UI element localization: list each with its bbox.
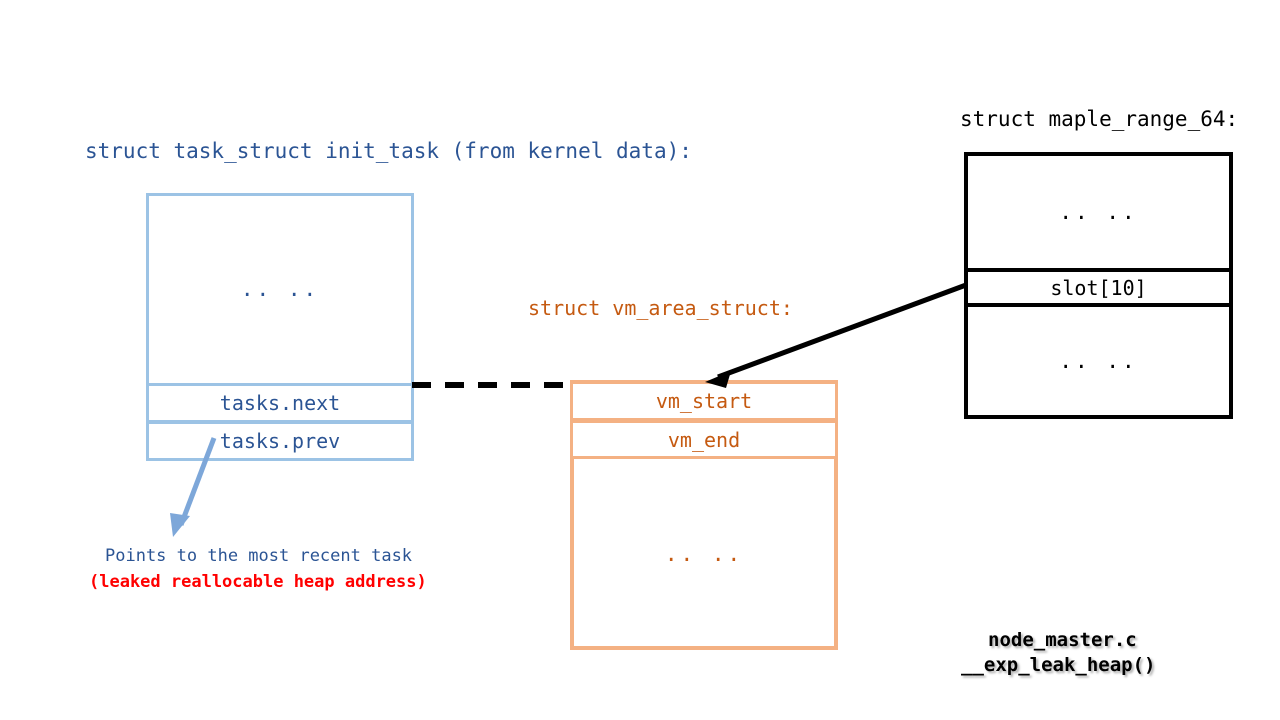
task-struct-body-placeholder: .. .. xyxy=(240,277,320,301)
maple-range-64-row-slot-10[interactable]: slot[10] xyxy=(964,268,1233,307)
annotation-line-2: (leaked reallocable heap address) xyxy=(89,572,427,592)
source-function-label: __exp_leak_heap() xyxy=(961,654,1156,676)
vm-area-struct-body-placeholder: .. .. xyxy=(664,542,744,566)
task-struct-row-tasks-next[interactable]: tasks.next xyxy=(146,383,414,423)
maple-range-64-top-placeholder: .. .. xyxy=(1059,199,1138,224)
vm-area-struct-row-vm-end[interactable]: vm_end xyxy=(570,420,838,459)
maple-range-64-bottom-placeholder: .. .. xyxy=(1059,349,1138,373)
vm-area-struct-row-vm-start[interactable]: vm_start xyxy=(570,381,838,421)
source-file-label: node_master.c xyxy=(988,629,1137,651)
maple-range-64-title: struct maple_range_64: xyxy=(960,107,1239,131)
vm-area-struct-title: struct vm_area_struct: xyxy=(528,296,793,320)
task-struct-row-tasks-prev[interactable]: tasks.prev xyxy=(146,421,414,461)
annotation-line-1: Points to the most recent task xyxy=(105,546,413,566)
task-struct-title: struct task_struct init_task (from kerne… xyxy=(85,139,692,163)
